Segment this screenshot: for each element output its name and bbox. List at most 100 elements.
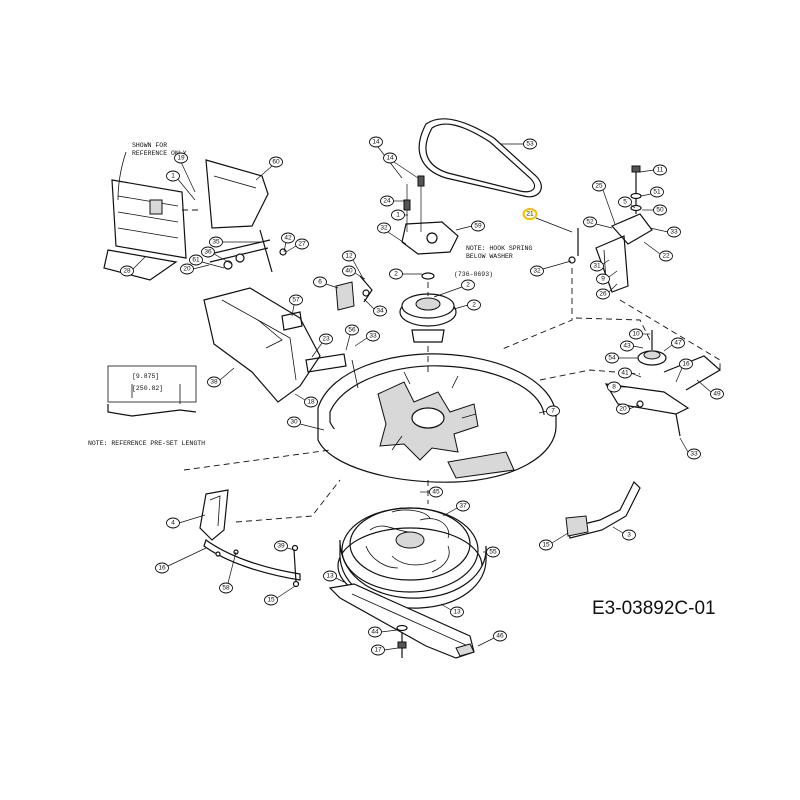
callout[interactable]: 42 [281,232,295,253]
callout[interactable]: 25 [592,180,616,225]
callout[interactable]: 20 [616,403,640,415]
deflector-plate [205,159,269,229]
callout[interactable]: 39 [274,540,296,552]
callout[interactable]: 30 [287,416,325,431]
callout[interactable]: 8 [607,381,629,393]
callout[interactable]: 2 [389,268,423,280]
callout[interactable]: 17 [371,644,399,656]
callout[interactable]: 38 [207,367,235,388]
callout[interactable]: 35 [209,236,261,248]
callout[interactable]: 49 [696,379,724,400]
callout[interactable]: 10 [629,328,651,340]
svg-text:30: 30 [290,419,298,426]
callout[interactable]: 50 [642,204,667,216]
dimension-reference: [9.875] [250.82] NOTE: REFERENCE PRE-SET… [88,365,205,447]
callout[interactable]: 20 [180,263,210,275]
callout[interactable]: 61 [189,254,225,269]
svg-text:19: 19 [177,155,185,162]
callout[interactable]: 51 [640,186,664,198]
callout[interactable]: 3 [612,526,636,541]
svg-text:2: 2 [394,271,398,278]
callout[interactable]: 31 [590,259,610,272]
callout[interactable]: 37 [442,500,470,517]
svg-text:17: 17 [374,647,382,654]
callout[interactable]: 54 [605,352,639,364]
callout[interactable]: 36 [201,246,233,265]
discharge-chute [203,287,321,403]
callout[interactable]: 13 [323,570,345,583]
callout[interactable]: 2 [453,299,481,311]
callout[interactable]: 2 [433,279,475,298]
callout[interactable]: 11 [639,164,667,176]
lift-linkage [205,229,287,273]
callout[interactable]: 52 [583,216,613,229]
callout[interactable]: 9 [596,270,618,285]
callout[interactable]: 19 [174,152,196,193]
callout[interactable]: 4 [166,514,206,529]
svg-text:6: 6 [318,279,322,286]
callout[interactable]: 40 [342,265,366,280]
drive-belt [418,118,542,198]
callout[interactable]: 53 [500,138,537,150]
blade-bolt [396,624,408,658]
idler-arm-small-parts [335,275,373,311]
callout[interactable]: 59 [455,220,485,232]
callout[interactable]: 26 [596,283,618,300]
svg-text:13: 13 [453,609,461,616]
baffle-left [199,489,229,541]
svg-text:16: 16 [682,361,690,368]
callout[interactable]: 1 [391,209,409,221]
callout[interactable]: 5 [618,196,636,209]
callout[interactable]: 15 [539,532,569,551]
svg-text:5: 5 [623,199,627,206]
callout[interactable]: 43 [620,340,644,352]
svg-text:61: 61 [192,257,200,264]
callout[interactable]: 1 [166,170,196,201]
svg-text:58: 58 [222,585,230,592]
callout[interactable]: 7 [538,405,560,417]
svg-text:45: 45 [432,489,440,496]
callout[interactable]: 47 [663,337,685,352]
drawing-code: E3-03892C-01 [592,598,716,619]
svg-text:22: 22 [662,253,670,260]
svg-text:50: 50 [656,207,664,214]
svg-text:33: 33 [690,451,698,458]
callout[interactable]: 6 [313,276,339,289]
callout[interactable]: 55 [483,546,500,558]
callout[interactable]: 12 [342,250,366,283]
callout[interactable]: 56 [345,324,359,351]
callout[interactable]: 33 [354,330,380,347]
callout[interactable]: 16 [155,547,207,574]
callout[interactable]: 14 [383,152,419,179]
svg-text:18: 18 [307,399,315,406]
callout[interactable]: 32 [377,222,407,245]
callout[interactable]: 27 [285,238,309,253]
callout[interactable]: 34 [363,298,387,317]
callout[interactable]: 33 [649,226,681,238]
callout[interactable]: 15 [264,585,296,606]
callout[interactable]: 32 [530,260,572,277]
height-adjust-lever [565,480,641,539]
callout[interactable]: 45 [420,486,443,498]
svg-text:44: 44 [371,629,379,636]
callout[interactable]: 23 [311,333,333,358]
svg-text:1: 1 [171,173,175,180]
part-number-ref: (736-0693) [454,271,493,278]
callout[interactable]: 18 [294,393,318,408]
callout[interactable]: 41 [618,367,642,379]
callout[interactable]: 57 [289,294,303,317]
callout[interactable]: 16 [675,358,693,383]
svg-text:20: 20 [183,266,191,273]
callout[interactable]: 60 [255,156,283,181]
callout-highlighted[interactable]: 21 [522,208,573,233]
callout[interactable]: 22 [643,241,673,262]
callout[interactable]: 28 [120,256,146,277]
callout[interactable]: 58 [219,551,237,594]
callout[interactable]: 44 [368,626,398,638]
callout[interactable]: 14 [369,136,403,179]
callout[interactable]: 33 [679,437,701,460]
callout[interactable]: 13 [440,603,464,618]
callout[interactable]: 46 [477,630,507,647]
callout[interactable]: 24 [380,195,406,207]
svg-text:10: 10 [632,331,640,338]
